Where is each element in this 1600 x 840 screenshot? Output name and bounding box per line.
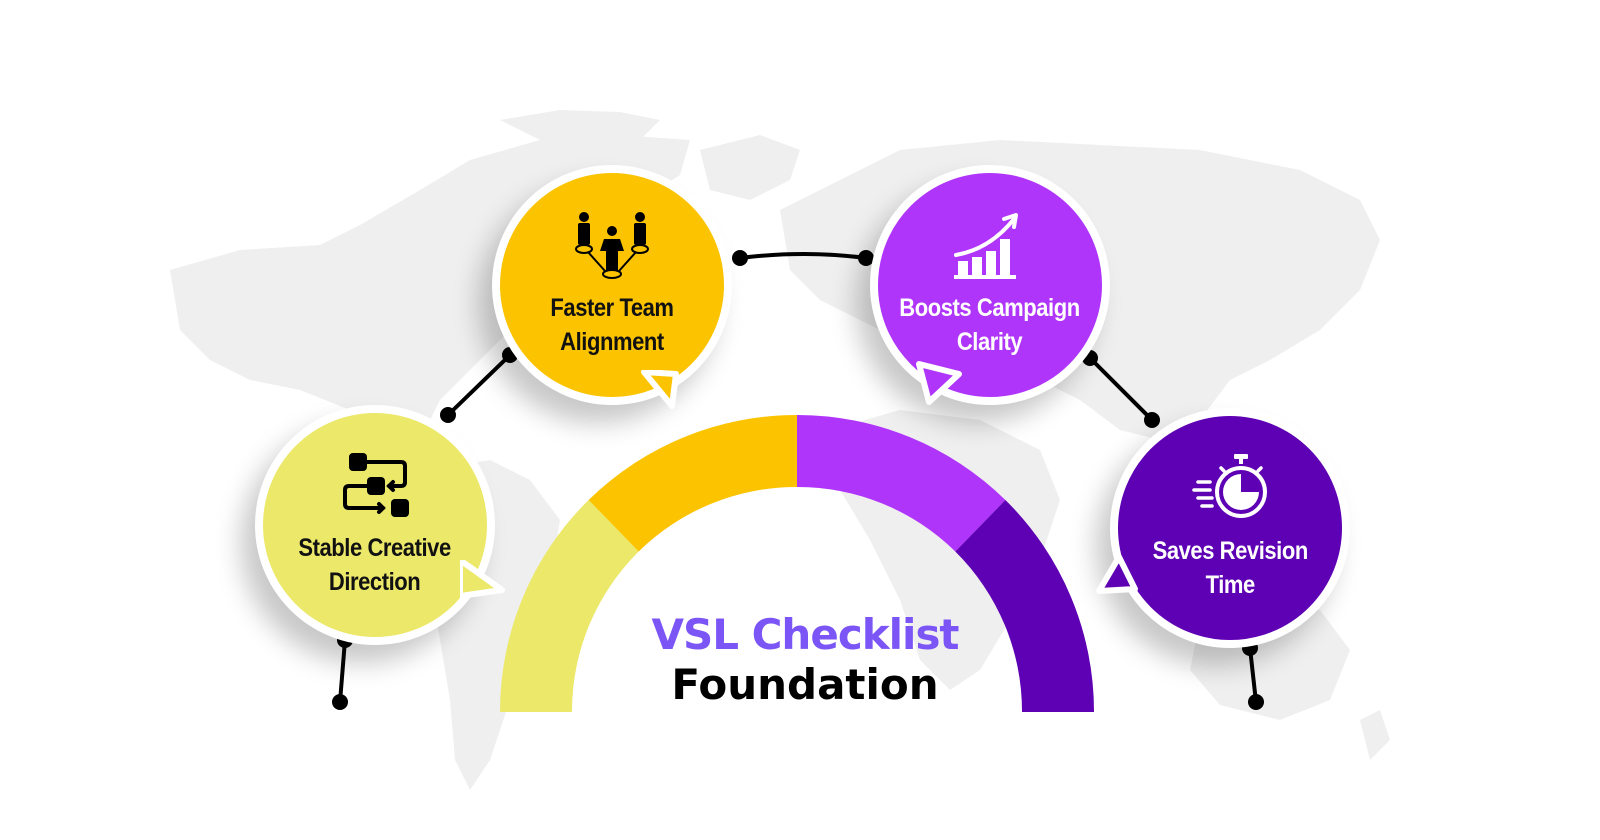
speech-tail-icon: [460, 560, 505, 599]
benefit-bubble-boosts-campaign-clarity: Boosts Campaign Clarity: [870, 165, 1110, 405]
gauge-segment-light-yellow: [499, 500, 639, 712]
benefit-label-line2: Alignment: [560, 328, 664, 356]
title-line2: Foundation: [671, 660, 939, 709]
title-line1: VSL Checklist: [651, 610, 959, 659]
benefit-label-line2: Time: [1205, 571, 1255, 599]
benefit-label-line2: Direction: [329, 568, 421, 596]
gauge-segment-violet: [797, 414, 1006, 552]
speech-tail-icon: [641, 370, 679, 409]
benefit-bubble-stable-creative-direction: Stable Creative Direction: [255, 405, 495, 645]
stopwatch-icon: [1192, 454, 1267, 518]
growth-chart-icon: [954, 213, 1018, 279]
benefit-label-line1: Saves Revision: [1152, 537, 1308, 565]
gauge-segment-purple: [955, 500, 1095, 712]
benefit-label-line2: Clarity: [957, 328, 1023, 356]
benefit-bubble-faster-team-alignment: Faster Team Alignment: [492, 165, 732, 405]
workflow-icon: [343, 453, 409, 517]
speech-tail-icon: [1096, 555, 1138, 594]
benefit-label-line1: Boosts Campaign: [899, 294, 1081, 322]
speech-tail-icon: [916, 361, 962, 405]
benefit-label-line1: Stable Creative: [298, 534, 452, 562]
benefit-bubble-saves-revision-time: Saves Revision Time: [1110, 408, 1350, 648]
benefit-label-line1: Faster Team: [550, 294, 674, 322]
team-icon: [575, 212, 649, 279]
gauge-segment-yellow: [588, 414, 797, 552]
